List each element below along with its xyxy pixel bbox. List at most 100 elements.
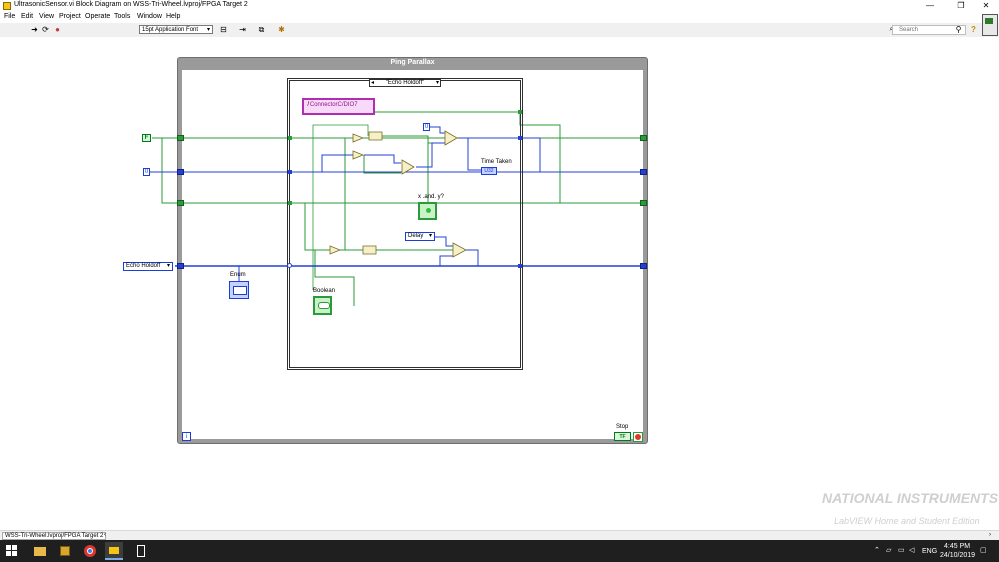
network-icon[interactable]: ▱ bbox=[886, 547, 892, 554]
menu-edit[interactable]: Edit bbox=[21, 13, 34, 20]
menu-file[interactable]: File bbox=[4, 13, 16, 20]
switch-icon bbox=[318, 302, 330, 309]
stop-control[interactable]: TF bbox=[614, 432, 631, 441]
fpga-io-node[interactable]: ̸̸̸ ConnectorC/DIO7 bbox=[302, 98, 375, 115]
shift-register-right-bool[interactable] bbox=[640, 135, 647, 141]
reorder-icon[interactable]: ⧉ bbox=[258, 25, 265, 34]
align-objects-icon[interactable]: ⊟ bbox=[220, 25, 227, 34]
case-next-arrow-icon[interactable]: ▾ bbox=[435, 80, 439, 86]
enum-constant-delay[interactable]: Delay ▾ bbox=[405, 232, 435, 241]
windows-start-icon[interactable] bbox=[6, 545, 18, 557]
shift-register-left-num[interactable] bbox=[177, 169, 184, 175]
numeric-wire bbox=[467, 138, 481, 171]
boolean-label: Boolean bbox=[313, 288, 336, 294]
labview-taskbar-icon[interactable] bbox=[105, 542, 123, 560]
numeric-wire bbox=[416, 142, 447, 168]
case-selector[interactable]: ◂ "Echo Holdoff" ▾ bbox=[369, 79, 441, 87]
select-function-icon bbox=[452, 242, 467, 258]
not-function-icon bbox=[352, 133, 365, 143]
language-indicator[interactable]: ENG bbox=[922, 548, 938, 555]
enum-icon bbox=[233, 286, 247, 295]
xy-led-indicator[interactable] bbox=[418, 202, 437, 220]
labview-edition: LabVIEW Home and Student Edition bbox=[834, 516, 980, 526]
menu-operate[interactable]: Operate bbox=[85, 13, 111, 20]
case-tunnel[interactable] bbox=[518, 136, 522, 140]
clock-date[interactable]: 24/10/2019 bbox=[940, 552, 976, 559]
scroll-right-icon[interactable]: › bbox=[989, 532, 991, 538]
font-selector-value: 15pt Application Font bbox=[142, 27, 199, 33]
cleanup-diagram-icon[interactable]: ✱ bbox=[278, 25, 285, 34]
search-input[interactable]: Search bbox=[892, 25, 966, 35]
clock-time[interactable]: 4:45 PM bbox=[944, 543, 971, 550]
shift-register-left-enum[interactable] bbox=[177, 263, 184, 269]
menu-help[interactable]: Help bbox=[166, 13, 181, 20]
iteration-terminal[interactable]: i bbox=[182, 432, 191, 441]
title-bar: UltrasonicSensor.vi Block Diagram on WSS… bbox=[0, 0, 999, 12]
shift-register-right-enum[interactable] bbox=[640, 263, 647, 269]
tray-chevron-icon[interactable]: ⌃ bbox=[874, 547, 880, 554]
case-tunnel[interactable] bbox=[288, 136, 292, 140]
case-tunnel[interactable] bbox=[288, 201, 292, 205]
notifications-icon[interactable]: ▢ bbox=[980, 547, 987, 554]
close-button[interactable]: ✕ bbox=[982, 1, 990, 10]
led-icon bbox=[426, 208, 431, 213]
numeric-wire bbox=[321, 154, 355, 172]
case-tunnel[interactable] bbox=[518, 110, 522, 114]
case-prev-arrow-icon[interactable]: ◂ bbox=[371, 80, 375, 86]
app-icon[interactable] bbox=[56, 542, 74, 560]
numeric-wire bbox=[435, 236, 453, 247]
shift-register-right-bool-2[interactable] bbox=[640, 200, 647, 206]
help-button[interactable]: ? bbox=[971, 25, 976, 34]
boolean-control[interactable] bbox=[313, 296, 332, 315]
ni-logo: NATIONAL INSTRUMENTS bbox=[822, 490, 999, 506]
numeric-wire bbox=[466, 249, 479, 266]
numeric-constant-inner[interactable]: 0 bbox=[423, 123, 430, 131]
horizontal-scrollbar[interactable]: WSS-Tri-Wheel.lvproj/FPGA Target 2 ‹ › bbox=[0, 530, 999, 541]
shift-register-left-bool-2[interactable] bbox=[177, 200, 184, 206]
run-continuously-icon[interactable]: ⟳ bbox=[42, 25, 49, 34]
windows-taskbar bbox=[0, 540, 999, 562]
chrome-icon[interactable] bbox=[81, 542, 99, 560]
enum-indicator[interactable] bbox=[229, 281, 249, 299]
chevron-down-icon: ▾ bbox=[428, 233, 432, 239]
case-selector-terminal[interactable] bbox=[287, 263, 292, 268]
time-taken-indicator[interactable]: U32 bbox=[481, 167, 497, 175]
menu-window[interactable]: Window bbox=[137, 13, 162, 20]
font-selector[interactable]: 15pt Application Font ▾ bbox=[139, 25, 213, 34]
loop-label: Ping Parallax bbox=[390, 59, 435, 66]
numeric-constant[interactable]: 0 bbox=[143, 168, 150, 176]
file-explorer-icon[interactable] bbox=[31, 542, 49, 560]
menu-project[interactable]: Project bbox=[59, 13, 81, 20]
labview-app-icon bbox=[3, 2, 11, 10]
distribute-objects-icon[interactable]: ⇥ bbox=[239, 25, 246, 34]
boolean-wire bbox=[363, 155, 401, 174]
maximize-button[interactable]: ❐ bbox=[957, 1, 965, 10]
minimize-button[interactable]: — bbox=[926, 1, 934, 10]
boolean-constant[interactable]: F bbox=[142, 134, 151, 142]
increment-function-icon bbox=[352, 150, 365, 160]
run-arrow-icon[interactable]: ➜ bbox=[31, 25, 38, 34]
numeric-wire bbox=[430, 126, 447, 134]
and-function-icon bbox=[368, 131, 383, 141]
stop-terminal[interactable] bbox=[633, 432, 643, 442]
chevron-down-icon: ▾ bbox=[166, 263, 170, 269]
battery-icon[interactable]: ▭ bbox=[898, 547, 905, 554]
scroll-left-icon[interactable]: ‹ bbox=[104, 532, 106, 538]
menu-tools[interactable]: Tools bbox=[114, 13, 131, 20]
calculator-icon[interactable] bbox=[132, 542, 150, 560]
volume-icon[interactable]: ◁ bbox=[909, 547, 915, 554]
abort-icon[interactable]: ● bbox=[55, 25, 60, 34]
enum-constant-echo-holdoff[interactable]: Echo Holdoff ▾ bbox=[123, 262, 173, 271]
greater-or-equal-function-icon bbox=[444, 130, 458, 146]
shift-register-left-bool[interactable] bbox=[177, 135, 184, 141]
vi-icon[interactable] bbox=[982, 14, 998, 36]
menu-view[interactable]: View bbox=[39, 13, 55, 20]
search-icon[interactable]: ⚲ bbox=[955, 25, 962, 34]
shift-register-right-num[interactable] bbox=[640, 169, 647, 175]
case-tunnel[interactable] bbox=[518, 264, 522, 268]
project-path: WSS-Tri-Wheel.lvproj/FPGA Target 2 bbox=[2, 532, 107, 540]
case-selector-label: "Echo Holdoff" bbox=[385, 80, 425, 86]
enum-constant-value: Echo Holdoff bbox=[126, 263, 161, 269]
case-tunnel[interactable] bbox=[288, 170, 292, 174]
